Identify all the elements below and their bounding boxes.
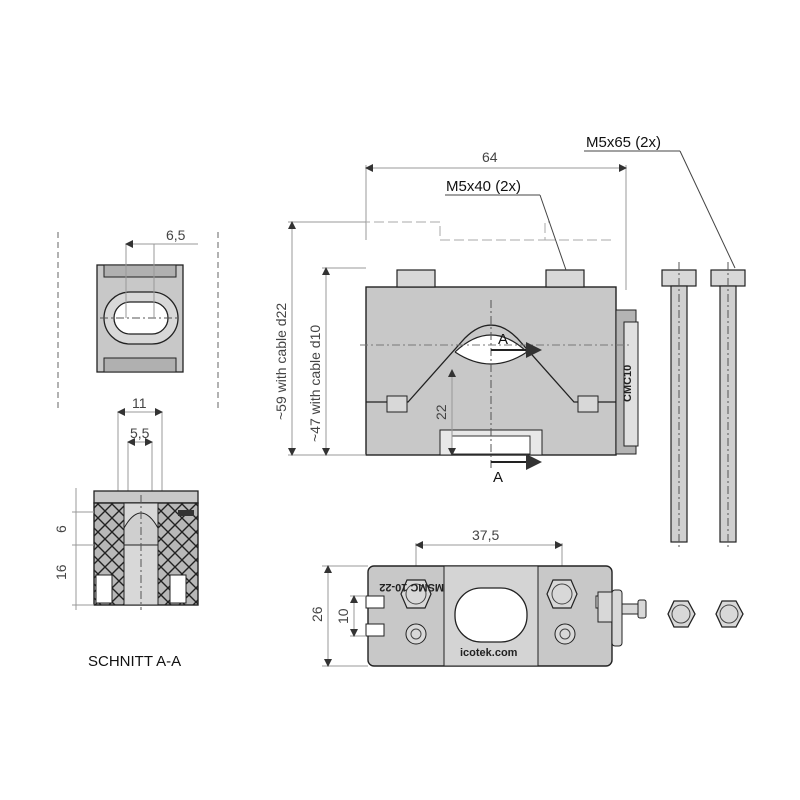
front-view: 64 A A 22 ~59 with cab: [273, 149, 639, 486]
part-marking: CMC10: [622, 365, 634, 402]
section-mark-top: A: [498, 331, 508, 348]
dim-59-with-cable-d22: ~59 with cable d22: [273, 303, 289, 420]
plate-bottom-text: icotek.com: [460, 647, 518, 659]
callout-m5x65: M5x65 (2x): [586, 134, 661, 151]
long-bolts-view: M5x65 (2x): [584, 134, 746, 628]
section-title: SCHNITT A-A: [88, 653, 181, 670]
dim-6: 6: [53, 525, 69, 533]
plan-view: 37,5 MSMC 10-22 icotek.com 26 10: [309, 527, 647, 667]
section-mark-bottom: A: [493, 469, 503, 486]
dim-64: 64: [482, 149, 498, 165]
callout-m5x40: M5x40 (2x): [446, 178, 521, 195]
top-view-small: 6,5: [57, 227, 219, 412]
dim-5-5: 5,5: [130, 425, 150, 441]
dim-16: 16: [53, 564, 69, 580]
dim-6-5: 6,5: [166, 227, 186, 243]
section-a-a-view: 11 5,5 6 16 SCHNITT A-A: [53, 395, 199, 670]
dim-11: 11: [132, 395, 147, 411]
dim-47-with-cable-d10: ~47 with cable d10: [307, 325, 323, 442]
dim-37-5: 37,5: [472, 527, 499, 543]
dim-10: 10: [335, 608, 351, 624]
dim-22: 22: [433, 404, 449, 420]
plate-top-text: MSMC 10-22: [379, 581, 444, 593]
dim-26: 26: [309, 606, 325, 622]
